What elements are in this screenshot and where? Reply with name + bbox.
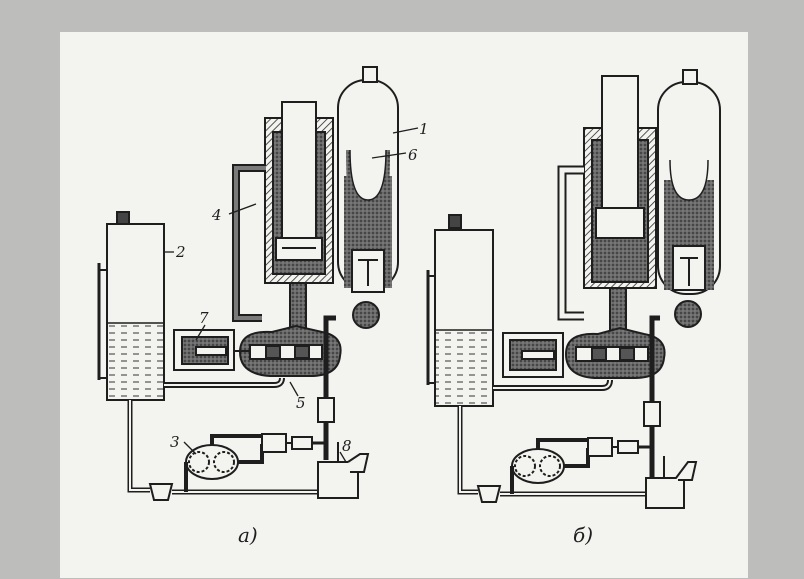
callout-8: 8 bbox=[342, 437, 352, 455]
caption-b: б) bbox=[573, 523, 593, 547]
callout-1: 1 bbox=[419, 120, 429, 138]
caption-a: a) bbox=[238, 523, 258, 547]
scheme-a bbox=[97, 66, 419, 501]
callout-2: 2 bbox=[175, 243, 186, 261]
callout-5: 5 bbox=[296, 394, 306, 412]
callout-6: 6 bbox=[408, 146, 418, 164]
callout-7: 7 bbox=[199, 309, 209, 327]
pressure-line bbox=[323, 315, 336, 460]
reservoir-cap bbox=[116, 211, 130, 225]
scheme-b bbox=[426, 69, 721, 509]
plunger bbox=[281, 101, 317, 249]
callout-4: 4 bbox=[211, 206, 222, 224]
callout-3: 3 bbox=[170, 433, 180, 451]
